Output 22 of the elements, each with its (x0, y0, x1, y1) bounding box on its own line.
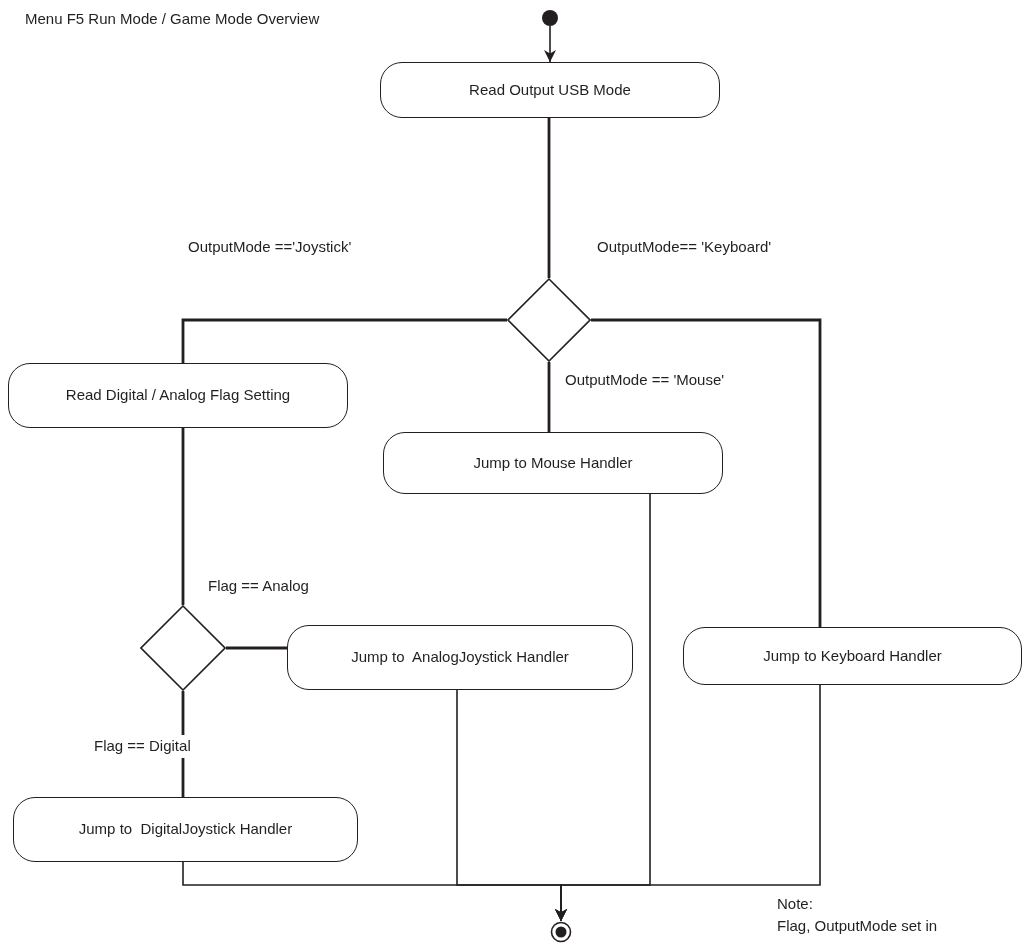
action-box: Jump to AnalogJoystick Handler (287, 625, 633, 690)
arrow (544, 25, 556, 63)
arrow (182, 861, 567, 922)
connector-line (547, 362, 551, 432)
action-box: Read Digital / Analog Flag Setting (8, 363, 348, 428)
connector-line (181, 318, 507, 363)
edge-label: Flag == Digital (92, 735, 193, 758)
connector-line (226, 646, 287, 650)
connector-line (181, 428, 185, 605)
diagram-title: Menu F5 Run Mode / Game Mode Overview (25, 9, 320, 29)
note-text: Note: (777, 894, 813, 914)
decision-diamond (140, 605, 226, 691)
action-box: Jump to Keyboard Handler (683, 627, 1022, 685)
initial-node (542, 10, 558, 26)
final-node (550, 921, 572, 943)
connector-line (547, 118, 551, 278)
action-box: Jump to DigitalJoystick Handler (13, 797, 358, 862)
action-box: Jump to Mouse Handler (383, 432, 723, 494)
action-box: Read Output USB Mode (380, 62, 720, 118)
decision-diamond (507, 278, 591, 362)
connector-line (591, 318, 822, 627)
note-text: Flag, OutputMode set in (777, 916, 938, 936)
